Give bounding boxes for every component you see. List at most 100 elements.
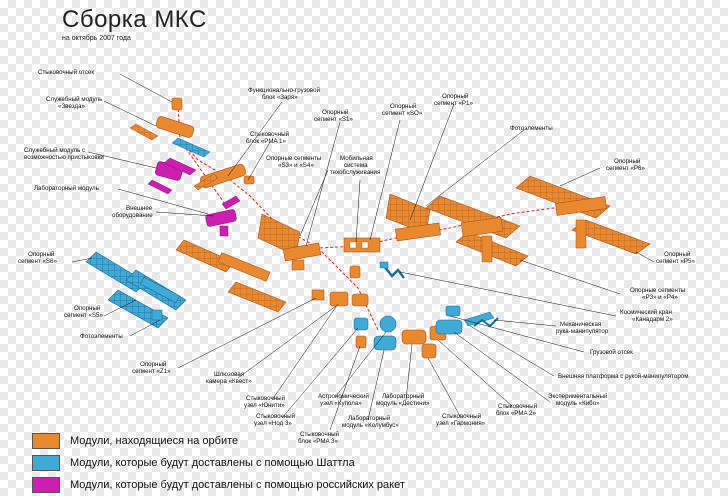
label-pma2: Стыковочный bbox=[498, 403, 538, 410]
module-z1 bbox=[311, 289, 325, 301]
label-node3-2: узел «Нод 3» bbox=[254, 420, 292, 427]
module-pma3 bbox=[355, 335, 367, 349]
legend-item-shuttle: Модули, которые будут доставлены с помощ… bbox=[32, 452, 405, 474]
label-canadarm-2: «Канадарм 2» bbox=[632, 316, 673, 323]
legend-item-russian: Модули, которые будут доставлены с помощ… bbox=[32, 474, 405, 496]
module-russian-service-module bbox=[147, 157, 197, 195]
label-kibo-2: модуль «Кибо» bbox=[556, 400, 600, 407]
label-p6: Опорный bbox=[614, 158, 641, 165]
label-s0-2: сегмент «SO» bbox=[382, 110, 423, 117]
legend-label-orbit: Модули, находящиеся на орбите bbox=[70, 435, 239, 447]
label-s5-2: сегмент «S5» bbox=[64, 312, 103, 319]
label-pma1-2: блок «PMA 1» bbox=[246, 138, 286, 145]
label-quest-2: камера «Квест» bbox=[206, 378, 252, 385]
label-canadarm: Космический кран bbox=[620, 309, 672, 316]
leader-lines bbox=[71, 73, 655, 431]
label-ext-equipment: Внешнее bbox=[126, 205, 153, 212]
label-cupola-2: узел «Купола» bbox=[320, 400, 362, 407]
label-manipulator: Механическая bbox=[560, 321, 601, 328]
label-s3-s4-2: «S3» и «S4» bbox=[278, 162, 314, 169]
label-pma3-2: блок «PMA 3» bbox=[298, 438, 338, 445]
module-unity-quest bbox=[329, 291, 369, 307]
label-photo-elements-top: Фотоэлементы bbox=[510, 125, 553, 132]
label-cargo: Грузовой отсек bbox=[590, 349, 633, 356]
module-destiny bbox=[401, 329, 427, 345]
label-z1: Опорный bbox=[140, 361, 167, 368]
label-s6: Опорный bbox=[28, 251, 55, 258]
label-destiny-2: модуль «Дестини» bbox=[376, 400, 430, 407]
legend-item-orbit: Модули, находящиеся на орбите bbox=[32, 430, 405, 452]
label-service-module-dock: Служебный модуль с bbox=[24, 147, 85, 154]
label-s1-2: сегмент «S1» bbox=[314, 116, 353, 123]
module-russian-lab bbox=[205, 195, 241, 237]
label-ext-platform: Внешняя платформа с рукой-манипулятором bbox=[558, 373, 688, 380]
label-pma2-2: блок «PMA 2» bbox=[496, 410, 536, 417]
module-zarya bbox=[193, 163, 255, 191]
label-p3-p4: Опорные сегменты bbox=[630, 287, 686, 294]
module-harmony bbox=[421, 343, 437, 359]
label-docking-compartment: Стыковочный отсек bbox=[38, 69, 94, 76]
legend-swatch-shuttle bbox=[32, 455, 60, 471]
label-service-module-dock-2: возможностью пристыковки bbox=[24, 154, 104, 161]
label-p1: Опорный bbox=[442, 93, 469, 100]
diagram-subtitle: на октябрь 2007 года bbox=[62, 35, 131, 42]
label-service-module: Служебный модуль bbox=[46, 96, 102, 103]
label-columbus-2: модуль «Колумбус» bbox=[342, 422, 399, 429]
label-s0: Опорный bbox=[390, 103, 417, 110]
label-s1: Опорный bbox=[322, 109, 349, 116]
label-ext-equipment-2: оборудование bbox=[112, 212, 153, 219]
label-z1-2: сегмент «Z1» bbox=[132, 368, 171, 375]
label-pma1: Стыковочный bbox=[250, 131, 290, 138]
label-photo-elements-left: Фотоэлементы bbox=[80, 333, 123, 340]
module-node3 bbox=[353, 317, 369, 331]
label-node3: Стыковочный bbox=[256, 413, 296, 420]
truss-s3-s4 bbox=[175, 239, 287, 313]
truss-s0 bbox=[343, 237, 381, 253]
module-zvezda bbox=[129, 116, 211, 158]
label-manipulator-2: рука-манипулятор bbox=[556, 328, 609, 335]
label-p3-p4-2: «P3» и «P4» bbox=[642, 294, 678, 301]
label-unity: Стыковочный bbox=[246, 395, 286, 402]
labels: Стыковочный отсек Служебный модуль «Звез… bbox=[18, 69, 695, 445]
diagram-title: Сборка МКС bbox=[62, 6, 207, 33]
label-mobile: Мобильная bbox=[340, 155, 373, 162]
module-canadarm2 bbox=[379, 261, 405, 279]
label-mobile-2: система bbox=[344, 162, 368, 169]
label-mobile-3: техобслуживания bbox=[330, 169, 380, 176]
legend: Модули, находящиеся на орбите Модули, ко… bbox=[32, 430, 405, 496]
truss-p6 bbox=[515, 175, 651, 255]
label-unity-2: узел «Юнити» bbox=[244, 402, 285, 409]
label-harmony-2: узел «Гармония» bbox=[436, 420, 486, 427]
module-mobile-base bbox=[349, 265, 361, 279]
label-kibo: Экспериментальный bbox=[548, 393, 608, 400]
label-p5: Опорный bbox=[664, 251, 691, 258]
label-service-module-name: «Звезда» bbox=[58, 103, 85, 110]
truss-p1 bbox=[385, 193, 441, 242]
legend-label-shuttle: Модули, которые будут доставлены с помощ… bbox=[70, 457, 355, 469]
legend-swatch-orbit bbox=[32, 433, 60, 449]
module-kibo bbox=[435, 305, 499, 335]
label-s3-s4: Опорные сегменты bbox=[266, 155, 322, 162]
truss-s6-s5 bbox=[85, 251, 187, 329]
label-s6-2: сегмент «S6» bbox=[18, 258, 57, 265]
module-docking-compartment bbox=[171, 97, 183, 111]
label-quest: Шлюзовая bbox=[214, 371, 244, 378]
label-fgb-2: блок «Заря» bbox=[262, 94, 298, 101]
label-lab-module: Лабораторный модуль bbox=[34, 185, 99, 192]
legend-label-russian: Модули, которые будут доставлены с помощ… bbox=[70, 479, 405, 491]
label-destiny: Лабораторный bbox=[382, 393, 425, 400]
label-fgb: Функционально-грузовой bbox=[248, 87, 321, 94]
label-p1-2: сегмент «P1» bbox=[434, 100, 473, 107]
label-p6-2: сегмент «P6» bbox=[606, 165, 645, 172]
label-s5: Опорный bbox=[74, 305, 101, 312]
label-columbus: Лабораторный bbox=[348, 415, 391, 422]
label-pma3: Стыковочный bbox=[300, 431, 340, 438]
module-columbus bbox=[373, 335, 397, 351]
label-cupola: Астрономический bbox=[318, 393, 369, 400]
module-cupola bbox=[379, 315, 397, 333]
truss-s1-photo bbox=[257, 213, 322, 271]
truss-p3-p4 bbox=[425, 195, 529, 267]
label-harmony: Стыковочный bbox=[442, 413, 482, 420]
label-p5-2: сегмент «P5» bbox=[656, 258, 695, 265]
